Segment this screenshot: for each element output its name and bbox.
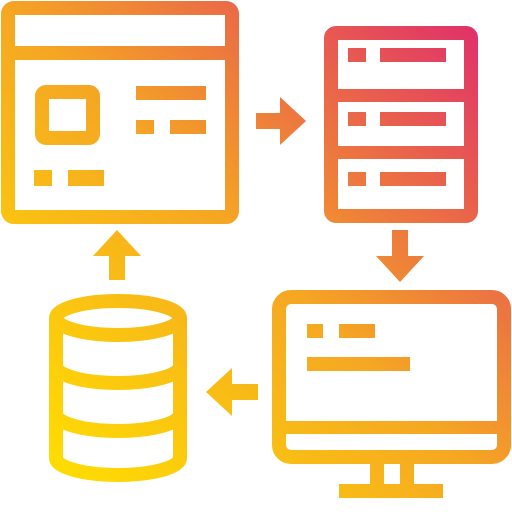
server-rack-icon [324,26,478,223]
arrow-down-icon [376,230,424,282]
web-page-icon [1,1,239,224]
monitor-icon [272,290,511,498]
arrow-left-icon [206,368,258,416]
arrow-up-icon [93,230,141,280]
database-icon [49,294,187,482]
arrow-right-icon [256,97,306,145]
